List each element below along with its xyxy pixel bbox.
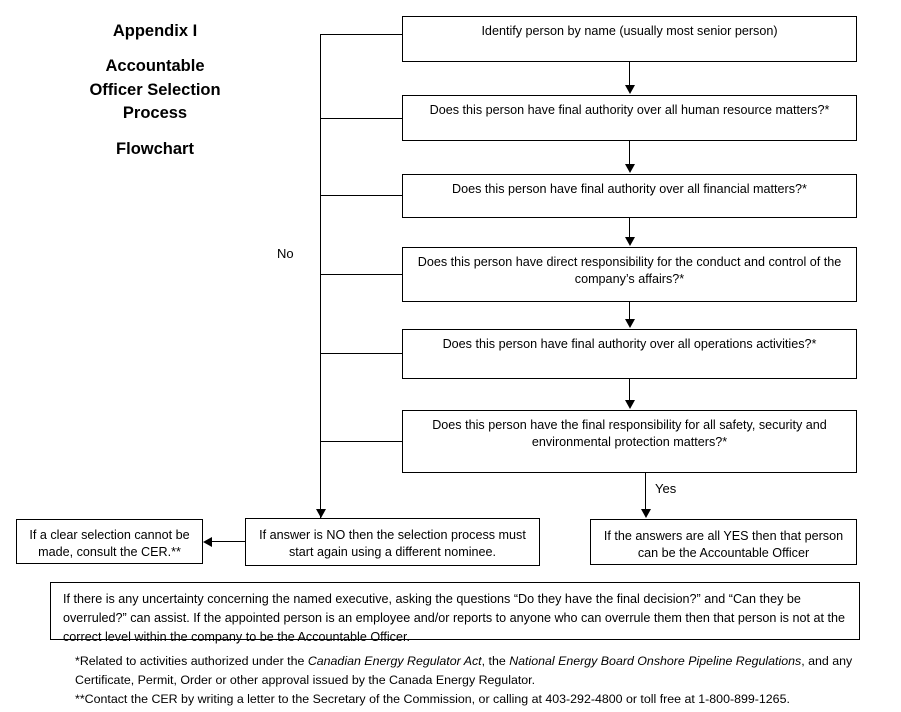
connector-operations-to-safety xyxy=(629,379,631,401)
process-box-financial-authority-label: Does this person have final authority ov… xyxy=(452,182,807,196)
title-line-accountable: Accountable xyxy=(105,57,205,76)
connector-conduct-to-operations xyxy=(629,302,631,320)
branch-label-yes: Yes xyxy=(655,481,677,496)
outcome-box-accountable-officer-label: If the answers are all YES then that per… xyxy=(603,529,844,560)
process-box-hr-authority[interactable]: Does this person have final authority ov… xyxy=(402,95,857,141)
process-box-financial-authority[interactable]: Does this person have final authority ov… xyxy=(402,174,857,218)
footnote-regulations-name: National Energy Board Onshore Pipeline R… xyxy=(509,654,802,668)
connector-identify-to-hr xyxy=(629,62,631,86)
process-box-conduct-control[interactable]: Does this person have direct responsibil… xyxy=(402,247,857,302)
arrow-operations-to-safety xyxy=(624,400,635,409)
footnotes: *Related to activities authorized under … xyxy=(75,652,885,710)
footnote-single-part3: , and any Certificate, Permit, Order or … xyxy=(75,654,853,688)
arrow-restart-to-consult-cer xyxy=(203,536,212,547)
process-box-identify[interactable]: Identify person by name (usually most se… xyxy=(402,16,857,62)
title-line-appendix: Appendix I xyxy=(112,22,198,40)
outcome-box-restart-process-label: If answer is NO then the selection proce… xyxy=(259,528,526,559)
guidance-note-box: If there is any uncertainty concerning t… xyxy=(50,582,860,644)
title-line-flowchart: Flowchart xyxy=(116,139,194,158)
no-branch-from-hr xyxy=(320,118,402,120)
process-box-safety-security-label: Does this person have the final responsi… xyxy=(432,418,827,449)
outcome-box-consult-cer[interactable]: If a clear selection cannot be made, con… xyxy=(16,519,203,564)
page-title: Appendix I Accountable Officer Selection… xyxy=(40,20,270,161)
process-box-conduct-control-label: Does this person have direct responsibil… xyxy=(417,255,842,286)
footnote-single-part2: , the xyxy=(481,654,510,668)
connector-hr-to-financial xyxy=(629,141,631,165)
title-spacer-2 xyxy=(40,126,270,138)
arrow-identify-to-hr xyxy=(624,85,635,94)
arrow-hr-to-financial xyxy=(624,164,635,173)
connector-restart-to-consult-cer xyxy=(212,541,246,543)
title-spacer xyxy=(40,43,270,55)
title-line-officer-selection: Officer Selection xyxy=(89,80,221,99)
process-box-identify-label: Identify person by name (usually most se… xyxy=(481,24,778,38)
no-branch-from-operations xyxy=(320,353,402,355)
branch-label-no: No xyxy=(277,246,294,261)
outcome-box-accountable-officer[interactable]: If the answers are all YES then that per… xyxy=(590,519,857,565)
no-branch-from-financial xyxy=(320,195,402,197)
no-branch-from-identify xyxy=(320,34,402,36)
process-box-operations-authority-label: Does this person have final authority ov… xyxy=(442,337,817,351)
no-branch-spine xyxy=(320,34,322,518)
arrow-financial-to-conduct xyxy=(624,237,635,246)
outcome-box-restart-process[interactable]: If answer is NO then the selection proce… xyxy=(245,518,540,566)
guidance-note-text: If there is any uncertainty concerning t… xyxy=(63,592,845,645)
title-line-process: Process xyxy=(122,104,188,123)
arrow-no-branch-to-restart xyxy=(315,509,326,518)
process-box-operations-authority[interactable]: Does this person have final authority ov… xyxy=(402,329,857,379)
arrow-safety-to-yes-outcome xyxy=(640,509,651,518)
process-box-safety-security[interactable]: Does this person have the final responsi… xyxy=(402,410,857,473)
no-branch-from-conduct xyxy=(320,274,402,276)
footnote-single-part1: *Related to activities authorized under … xyxy=(75,654,308,668)
footnote-single-asterisk: *Related to activities authorized under … xyxy=(75,652,885,690)
arrow-conduct-to-operations xyxy=(624,319,635,328)
footnote-act-name: Canadian Energy Regulator Act xyxy=(307,654,482,668)
outcome-box-consult-cer-label: If a clear selection cannot be made, con… xyxy=(29,528,190,559)
connector-financial-to-conduct xyxy=(629,218,631,238)
process-box-hr-authority-label: Does this person have final authority ov… xyxy=(429,103,830,117)
connector-safety-to-yes-outcome xyxy=(645,473,647,513)
no-branch-from-safety xyxy=(320,441,402,443)
footnote-double-asterisk: **Contact the CER by writing a letter to… xyxy=(75,692,790,707)
